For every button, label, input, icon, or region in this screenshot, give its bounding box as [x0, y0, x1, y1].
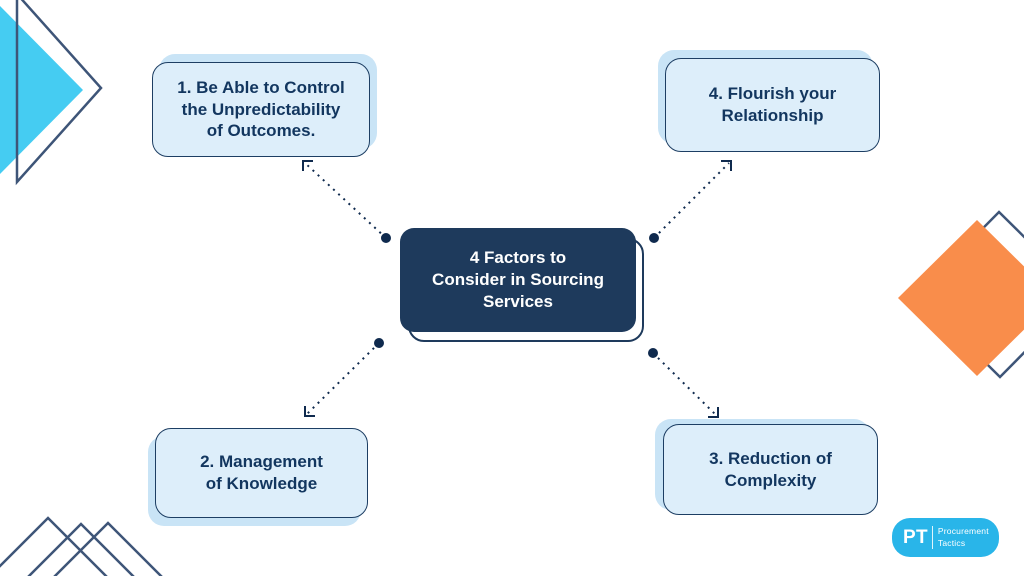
- connector-dot: [648, 348, 658, 358]
- logo-name: Procurement Tactics: [938, 526, 989, 548]
- connector-dot: [381, 233, 391, 243]
- connector-to-factor-3: [648, 348, 719, 418]
- logo-name-line: Procurement: [937, 526, 989, 537]
- center-label-line: Consider in Sourcing: [432, 269, 604, 289]
- factor-label-line: 4. Flourish your: [708, 84, 837, 104]
- connector-to-factor-2: [304, 338, 384, 417]
- logo-abbr: PT: [903, 526, 928, 548]
- connector-dot: [374, 338, 384, 348]
- peak-outline-icon: [53, 521, 163, 576]
- center-node-body: 4 Factors to Consider in Sourcing Servic…: [400, 228, 636, 332]
- connector-dot: [649, 233, 659, 243]
- arrowhead-icon: [721, 160, 732, 171]
- factor-node-body: 2. Management of Knowledge: [155, 428, 368, 518]
- connector-to-factor-1: [302, 160, 391, 243]
- factor-label-line: the Unpredictability: [181, 99, 341, 119]
- center-label-line: Services: [483, 292, 553, 312]
- factor-node-body: 3. Reduction of Complexity: [663, 424, 878, 515]
- center-node: 4 Factors to Consider in Sourcing Servic…: [400, 228, 644, 342]
- logo-name-line: Tactics: [937, 537, 966, 548]
- factor-label-line: Relationship: [721, 106, 824, 125]
- peak-outline-icon: [27, 522, 135, 576]
- connector-to-factor-4: [649, 160, 732, 243]
- diamond-decoration: [898, 210, 1024, 379]
- factor-node-1: 1. Be Able to Control the Unpredictabili…: [152, 54, 377, 157]
- arrowhead-icon: [708, 407, 719, 418]
- factor-label-line: 1. Be Able to Control: [177, 77, 345, 97]
- triangle-decoration: [0, 0, 103, 186]
- peak-outline-icon: [0, 516, 108, 576]
- triangle-outline-icon: [15, 0, 103, 186]
- orange-diamond: [898, 220, 1024, 376]
- factor-label-line: Complexity: [724, 470, 817, 490]
- factor-label-line: of Outcomes.: [206, 121, 316, 141]
- center-label-line: 4 Factors to: [469, 247, 567, 267]
- factor-node-body: 1. Be Able to Control the Unpredictabili…: [152, 62, 370, 157]
- arrowhead-icon: [304, 406, 315, 417]
- factor-label-line: 2. Management: [200, 452, 323, 472]
- factor-label-line: 3. Reduction of: [709, 448, 832, 468]
- factor-node-2: 2. Management of Knowledge: [148, 428, 368, 526]
- factor-label-line: of Knowledge: [205, 474, 318, 493]
- connector-line: [306, 342, 380, 415]
- factor-node-3: 3. Reduction of Complexity: [655, 419, 878, 515]
- cyan-triangle: [0, 6, 83, 174]
- factor-node-body: 4. Flourish your Relationship: [665, 58, 880, 152]
- connector-line: [652, 352, 717, 416]
- logo-divider: [931, 526, 933, 549]
- brand-logo: PT Procurement Tactics: [892, 518, 999, 557]
- connector-line: [653, 162, 730, 239]
- arrowhead-icon: [302, 160, 313, 171]
- factor-node-4: 4. Flourish your Relationship: [658, 50, 880, 152]
- peaks-decoration: [0, 516, 163, 576]
- connector-line: [304, 162, 387, 239]
